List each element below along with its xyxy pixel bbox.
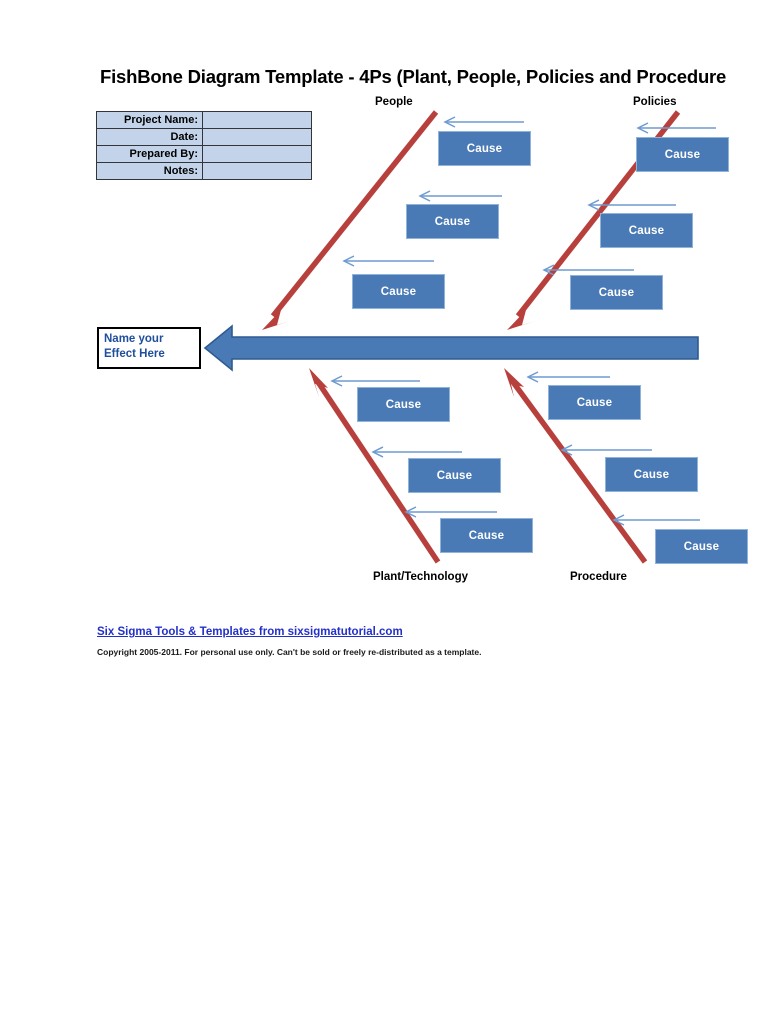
effect-line-1: Name your: [104, 333, 164, 345]
notes-field[interactable]: [202, 162, 312, 180]
category-label-plant-technology: Plant/Technology: [373, 571, 468, 583]
cause-box-people-3[interactable]: Cause: [352, 274, 445, 309]
category-label-people: People: [375, 96, 413, 108]
connector-plant-3: [404, 506, 497, 518]
bone-people: [262, 110, 439, 330]
cause-box-people-1[interactable]: Cause: [438, 131, 531, 166]
table-row: Project Name:: [96, 111, 312, 129]
cause-box-plant-3[interactable]: Cause: [440, 518, 533, 553]
connector-people-1: [443, 116, 524, 128]
effect-line-2: Effect Here: [104, 348, 165, 360]
cause-box-policies-2[interactable]: Cause: [600, 213, 693, 248]
project-name-field[interactable]: [202, 111, 312, 129]
fishbone-diagram-canvas: [203, 110, 716, 564]
page-title: FishBone Diagram Template - 4Ps (Plant, …: [100, 66, 727, 87]
cause-box-people-2[interactable]: Cause: [406, 204, 499, 239]
cause-box-plant-2[interactable]: Cause: [408, 458, 501, 493]
connector-procedure-2: [560, 444, 652, 456]
connector-people-2: [418, 190, 502, 202]
connector-policies-1: [636, 122, 716, 134]
table-row: Notes:: [96, 162, 312, 180]
connector-procedure-1: [526, 371, 610, 383]
copyright-text: Copyright 2005-2011. For personal use on…: [97, 647, 482, 657]
project-name-label: Project Name:: [96, 111, 203, 129]
connector-procedure-3: [612, 514, 700, 526]
cause-box-plant-1[interactable]: Cause: [357, 387, 450, 422]
cause-box-procedure-2[interactable]: Cause: [605, 457, 698, 492]
spine-arrow: [203, 324, 699, 372]
connector-policies-2: [587, 199, 676, 211]
cause-box-policies-3[interactable]: Cause: [570, 275, 663, 310]
table-row: Date:: [96, 128, 312, 146]
connector-plant-2: [371, 446, 462, 458]
project-info-table: Project Name: Date: Prepared By: Notes:: [96, 111, 312, 180]
effect-box[interactable]: Name your Effect Here: [97, 327, 201, 369]
cause-box-procedure-3[interactable]: Cause: [655, 529, 748, 564]
date-label: Date:: [96, 128, 203, 146]
connector-plant-1: [330, 375, 420, 387]
cause-box-policies-1[interactable]: Cause: [636, 137, 729, 172]
category-label-procedure: Procedure: [570, 571, 627, 583]
connector-policies-3: [542, 264, 634, 276]
category-label-policies: Policies: [633, 96, 677, 108]
cause-box-procedure-1[interactable]: Cause: [548, 385, 641, 420]
bone-procedure: [504, 368, 648, 564]
connector-arrows: [330, 116, 716, 526]
notes-label: Notes:: [96, 162, 203, 180]
six-sigma-link[interactable]: Six Sigma Tools & Templates from sixsigm…: [97, 626, 403, 638]
connector-people-3: [342, 255, 434, 267]
bone-plant-technology: [309, 368, 441, 564]
